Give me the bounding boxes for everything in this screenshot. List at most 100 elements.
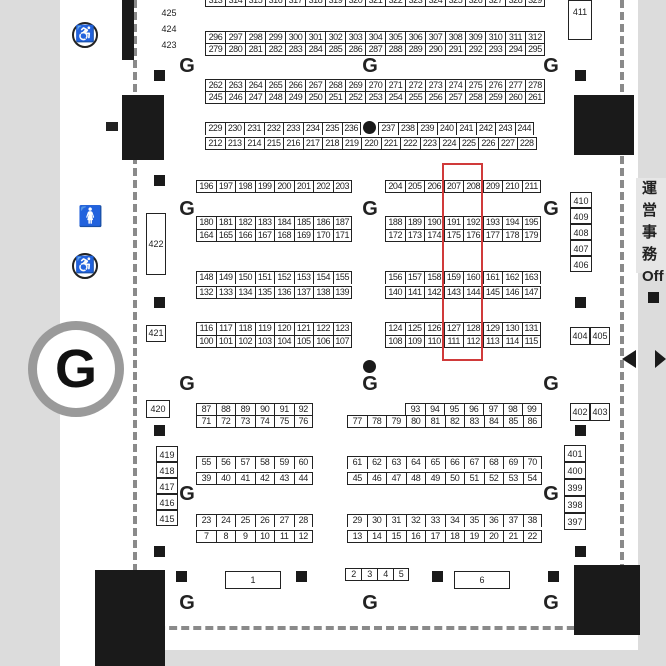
booth[interactable]: 40 bbox=[215, 472, 235, 485]
booth[interactable]: 208 bbox=[463, 180, 483, 193]
booth[interactable]: 121 bbox=[293, 322, 313, 335]
booth[interactable]: 157 bbox=[404, 271, 424, 284]
booth[interactable]: 119 bbox=[254, 322, 274, 335]
booth[interactable]: 116 bbox=[196, 322, 216, 335]
booth[interactable]: 302 bbox=[325, 31, 345, 44]
booth[interactable]: 52 bbox=[483, 472, 503, 485]
booth[interactable]: 243 bbox=[495, 122, 515, 135]
booth[interactable]: 183 bbox=[254, 216, 274, 229]
booth[interactable]: 156 bbox=[385, 271, 405, 284]
booth[interactable]: 314 bbox=[225, 0, 245, 7]
booth[interactable]: 406 bbox=[570, 256, 592, 272]
booth[interactable]: 256 bbox=[425, 91, 445, 104]
booth[interactable]: 176 bbox=[463, 229, 483, 242]
booth[interactable]: 74 bbox=[254, 415, 274, 428]
booth[interactable]: 6 bbox=[454, 571, 510, 589]
booth[interactable]: 49 bbox=[425, 472, 445, 485]
booth[interactable]: 120 bbox=[274, 322, 294, 335]
booth[interactable]: 329 bbox=[525, 0, 545, 7]
booth[interactable]: 97 bbox=[483, 403, 503, 416]
booth[interactable]: 276 bbox=[485, 79, 505, 92]
booth[interactable]: 101 bbox=[215, 335, 235, 348]
booth[interactable]: 197 bbox=[215, 180, 235, 193]
booth[interactable]: 287 bbox=[365, 43, 385, 56]
booth[interactable]: 15 bbox=[386, 530, 406, 543]
booth[interactable]: 18 bbox=[444, 530, 464, 543]
booth[interactable]: 234 bbox=[302, 122, 322, 135]
booth[interactable]: 180 bbox=[196, 216, 216, 229]
booth[interactable]: 5 bbox=[393, 568, 409, 581]
booth[interactable]: 326 bbox=[465, 0, 485, 7]
booth[interactable]: 258 bbox=[465, 91, 485, 104]
booth[interactable]: 102 bbox=[235, 335, 255, 348]
booth[interactable]: 115 bbox=[521, 335, 541, 348]
booth[interactable]: 195 bbox=[521, 216, 541, 229]
booth[interactable]: 69 bbox=[503, 456, 523, 469]
booth[interactable]: 99 bbox=[522, 403, 542, 416]
booth[interactable]: 305 bbox=[385, 31, 405, 44]
booth[interactable]: 248 bbox=[265, 91, 285, 104]
booth[interactable]: 194 bbox=[502, 216, 522, 229]
booth[interactable]: 30 bbox=[366, 514, 386, 527]
booth[interactable]: 309 bbox=[465, 31, 485, 44]
booth[interactable]: 131 bbox=[521, 322, 541, 335]
booth[interactable]: 249 bbox=[285, 91, 305, 104]
booth[interactable]: 193 bbox=[482, 216, 502, 229]
booth[interactable]: 285 bbox=[325, 43, 345, 56]
booth[interactable]: 200 bbox=[274, 180, 294, 193]
booth[interactable]: 170 bbox=[313, 229, 333, 242]
booth[interactable]: 106 bbox=[313, 335, 333, 348]
booth[interactable]: 160 bbox=[463, 271, 483, 284]
booth[interactable]: 226 bbox=[478, 137, 498, 150]
booth[interactable]: 11 bbox=[274, 530, 294, 543]
booth[interactable]: 93 bbox=[405, 403, 425, 416]
booth[interactable]: 96 bbox=[463, 403, 483, 416]
booth[interactable]: 144 bbox=[463, 286, 483, 299]
booth[interactable]: 154 bbox=[313, 271, 333, 284]
booth[interactable]: 1 bbox=[225, 571, 281, 589]
booth[interactable]: 400 bbox=[564, 462, 586, 479]
booth[interactable]: 22 bbox=[522, 530, 542, 543]
booth[interactable]: 196 bbox=[196, 180, 216, 193]
booth[interactable]: 35 bbox=[464, 514, 484, 527]
booth[interactable]: 199 bbox=[254, 180, 274, 193]
booth[interactable]: 324 bbox=[425, 0, 445, 7]
booth[interactable]: 410 bbox=[570, 192, 592, 208]
booth[interactable]: 125 bbox=[404, 322, 424, 335]
booth[interactable]: 296 bbox=[205, 31, 225, 44]
booth[interactable]: 91 bbox=[274, 403, 294, 416]
booth[interactable]: 268 bbox=[325, 79, 345, 92]
booth[interactable]: 84 bbox=[483, 415, 503, 428]
booth[interactable]: 98 bbox=[502, 403, 522, 416]
booth[interactable]: 217 bbox=[302, 137, 322, 150]
booth[interactable]: 163 bbox=[521, 271, 541, 284]
booth[interactable]: 238 bbox=[397, 122, 417, 135]
booth[interactable]: 255 bbox=[405, 91, 425, 104]
booth[interactable]: 9 bbox=[235, 530, 255, 543]
booth[interactable]: 140 bbox=[385, 286, 405, 299]
booth[interactable]: 422 bbox=[146, 213, 166, 275]
booth[interactable]: 229 bbox=[205, 122, 225, 135]
booth[interactable]: 224 bbox=[439, 137, 459, 150]
booth[interactable]: 57 bbox=[235, 456, 255, 469]
booth[interactable]: 317 bbox=[285, 0, 305, 7]
booth[interactable]: 71 bbox=[196, 415, 216, 428]
booth[interactable]: 100 bbox=[196, 335, 216, 348]
booth[interactable]: 54 bbox=[522, 472, 542, 485]
booth[interactable]: 187 bbox=[332, 216, 352, 229]
booth[interactable]: 221 bbox=[380, 137, 400, 150]
booth[interactable]: 218 bbox=[322, 137, 342, 150]
booth[interactable]: 53 bbox=[503, 472, 523, 485]
booth[interactable]: 43 bbox=[274, 472, 294, 485]
booth[interactable]: 128 bbox=[463, 322, 483, 335]
booth[interactable]: 44 bbox=[293, 472, 313, 485]
booth[interactable]: 161 bbox=[482, 271, 502, 284]
booth[interactable]: 68 bbox=[483, 456, 503, 469]
booth[interactable]: 33 bbox=[425, 514, 445, 527]
booth[interactable]: 295 bbox=[525, 43, 545, 56]
booth[interactable]: 420 bbox=[146, 400, 170, 418]
booth[interactable]: 316 bbox=[265, 0, 285, 7]
booth[interactable]: 283 bbox=[285, 43, 305, 56]
booth[interactable]: 204 bbox=[385, 180, 405, 193]
booth[interactable]: 146 bbox=[502, 286, 522, 299]
